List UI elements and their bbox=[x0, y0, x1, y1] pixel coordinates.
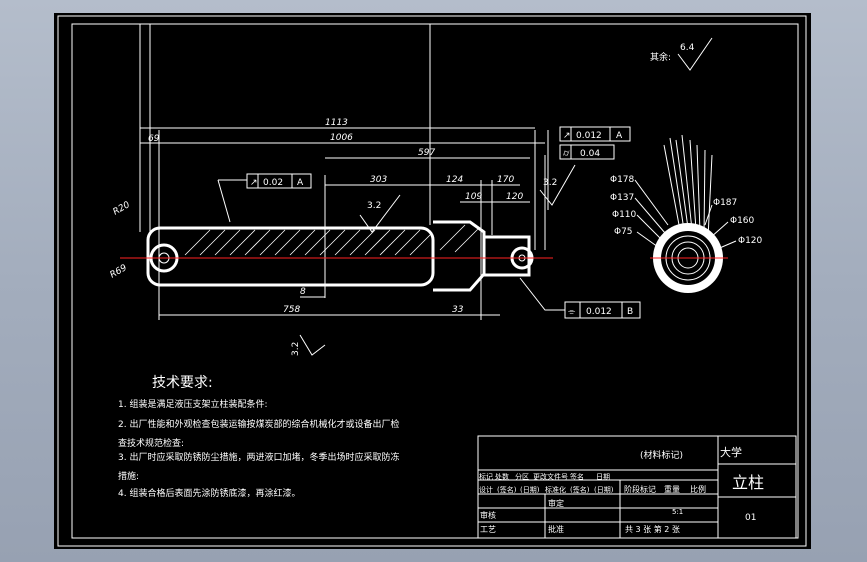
svg-text:标记: 标记 bbox=[479, 472, 493, 481]
roughness-3: 3.2 bbox=[291, 334, 326, 356]
tolerance-frame-2: ↗ 0.012 A ⌭ 0.04 bbox=[559, 126, 631, 160]
dim-124: 124 bbox=[446, 175, 463, 185]
svg-text:其余:: 其余: bbox=[650, 51, 671, 63]
tolerance-frame-1: ↗ 0.02 A bbox=[217, 173, 312, 223]
roughness-2: 3.2 bbox=[539, 164, 576, 206]
dim-1006: 1006 bbox=[330, 133, 353, 143]
svg-text:0.012: 0.012 bbox=[586, 307, 612, 317]
dim-758: 758 bbox=[283, 305, 300, 315]
svg-text:6.4: 6.4 bbox=[680, 43, 695, 53]
svg-text:工艺: 工艺 bbox=[480, 525, 496, 534]
svg-text:(签名): (签名) bbox=[570, 485, 590, 494]
svg-text:Φ75: Φ75 bbox=[614, 227, 633, 237]
svg-text:Φ120: Φ120 bbox=[738, 236, 763, 246]
svg-text:3.2: 3.2 bbox=[367, 201, 381, 211]
svg-text:4. 组装合格后表面先涂防锈底漆，再涂红漆。: 4. 组装合格后表面先涂防锈底漆，再涂红漆。 bbox=[118, 487, 300, 499]
svg-text:日期: 日期 bbox=[596, 473, 610, 481]
svg-text:共 3 张 第 2 张: 共 3 张 第 2 张 bbox=[625, 524, 680, 534]
svg-text:0.02: 0.02 bbox=[263, 178, 283, 188]
cad-viewport[interactable]: 1113 1006 597 303 124 170 109 120 69 8 7… bbox=[54, 13, 811, 549]
dim-303: 303 bbox=[370, 175, 387, 185]
sheet-inner-border bbox=[71, 23, 799, 539]
svg-text:分区: 分区 bbox=[515, 472, 529, 481]
svg-text:签名: 签名 bbox=[570, 472, 584, 481]
tolerance-frame-b: ⌯ 0.012 B bbox=[519, 277, 641, 319]
sheet-outer-border bbox=[57, 15, 807, 547]
dim-170: 170 bbox=[497, 175, 514, 185]
dim-69: 69 bbox=[148, 134, 160, 144]
svg-text:↗: ↗ bbox=[563, 131, 571, 141]
material-label: (材料标记) bbox=[640, 449, 683, 461]
svg-text:(签名): (签名) bbox=[497, 485, 517, 494]
svg-text:1. 组装是满足液压支架立柱装配条件:: 1. 组装是满足液压支架立柱装配条件: bbox=[118, 398, 267, 410]
svg-text:审定: 审定 bbox=[548, 498, 564, 508]
svg-text:阶段标记: 阶段标记 bbox=[624, 484, 656, 494]
svg-text:3. 出厂时应采取防锈防尘措施，两进液口加堵，冬季出场时应采: 3. 出厂时应采取防锈防尘措施，两进液口加堵，冬季出场时应采取防冻 bbox=[118, 451, 399, 463]
school-label: 大学 bbox=[720, 445, 742, 459]
svg-text:0.04: 0.04 bbox=[580, 149, 600, 159]
svg-text:⌯: ⌯ bbox=[568, 307, 576, 317]
roughness-1: 3.2 bbox=[359, 194, 401, 233]
technical-requirements: 技术要求: 1. 组装是满足液压支架立柱装配条件: 2. 出厂性能和外观检查包装… bbox=[118, 375, 399, 499]
pillar-body bbox=[146, 220, 534, 292]
dim-1113: 1113 bbox=[325, 118, 348, 128]
drawing-canvas: 1113 1006 597 303 124 170 109 120 69 8 7… bbox=[57, 15, 807, 547]
dim-r20: R20 bbox=[112, 200, 133, 218]
svg-text:Φ110: Φ110 bbox=[612, 210, 637, 220]
svg-text:3.2: 3.2 bbox=[543, 178, 557, 188]
svg-text:0.012: 0.012 bbox=[576, 131, 602, 141]
svg-text:Φ178: Φ178 bbox=[610, 175, 635, 185]
svg-text:Φ187: Φ187 bbox=[713, 198, 737, 208]
svg-text:B: B bbox=[627, 307, 633, 317]
svg-text:措施:: 措施: bbox=[118, 470, 139, 482]
svg-text:审核: 审核 bbox=[480, 510, 496, 520]
svg-text:批准: 批准 bbox=[548, 524, 564, 534]
svg-text:A: A bbox=[616, 131, 623, 141]
svg-text:(日期): (日期) bbox=[594, 486, 614, 494]
svg-text:Φ137: Φ137 bbox=[610, 193, 634, 203]
svg-text:设计: 设计 bbox=[479, 485, 493, 494]
dimension-lines bbox=[140, 127, 545, 316]
title-block: (材料标记) 大学 立柱 01 标记 处数 分区 更改文件号 签名 日期 设计 … bbox=[477, 435, 797, 539]
svg-text:5:1: 5:1 bbox=[672, 508, 683, 516]
requirements-heading: 技术要求: bbox=[152, 375, 213, 391]
svg-text:比例: 比例 bbox=[690, 484, 706, 494]
roughness-other: 其余: 6.4 bbox=[650, 37, 713, 71]
dim-109: 109 bbox=[465, 192, 482, 202]
dim-8: 8 bbox=[300, 287, 306, 297]
svg-text:2. 出厂性能和外观检查包装运输按煤炭部的综合机械化才或设备: 2. 出厂性能和外观检查包装运输按煤炭部的综合机械化才或设备出厂检 bbox=[118, 418, 399, 430]
svg-text:更改文件号: 更改文件号 bbox=[533, 472, 568, 481]
svg-text:处数: 处数 bbox=[495, 472, 509, 481]
svg-text:3.2: 3.2 bbox=[291, 342, 301, 356]
svg-text:⌭: ⌭ bbox=[563, 149, 570, 159]
dim-33: 33 bbox=[452, 305, 464, 315]
svg-text:(日期): (日期) bbox=[520, 486, 540, 494]
svg-text:重量: 重量 bbox=[664, 484, 680, 494]
svg-text:A: A bbox=[297, 178, 304, 188]
dim-r69: R69 bbox=[109, 263, 130, 281]
svg-text:↗: ↗ bbox=[250, 178, 258, 188]
dim-597: 597 bbox=[418, 148, 435, 158]
svg-text:Φ160: Φ160 bbox=[730, 216, 755, 226]
section-view: Φ178 Φ137 Φ110 Φ75 Φ187 Φ160 Φ120 bbox=[610, 134, 763, 293]
dim-120: 120 bbox=[506, 192, 523, 202]
svg-text:标准化: 标准化 bbox=[545, 485, 566, 494]
svg-text:查技术规范检查:: 查技术规范检查: bbox=[118, 437, 184, 449]
part-name: 立柱 bbox=[732, 473, 764, 492]
drawing-no: 01 bbox=[745, 513, 756, 523]
